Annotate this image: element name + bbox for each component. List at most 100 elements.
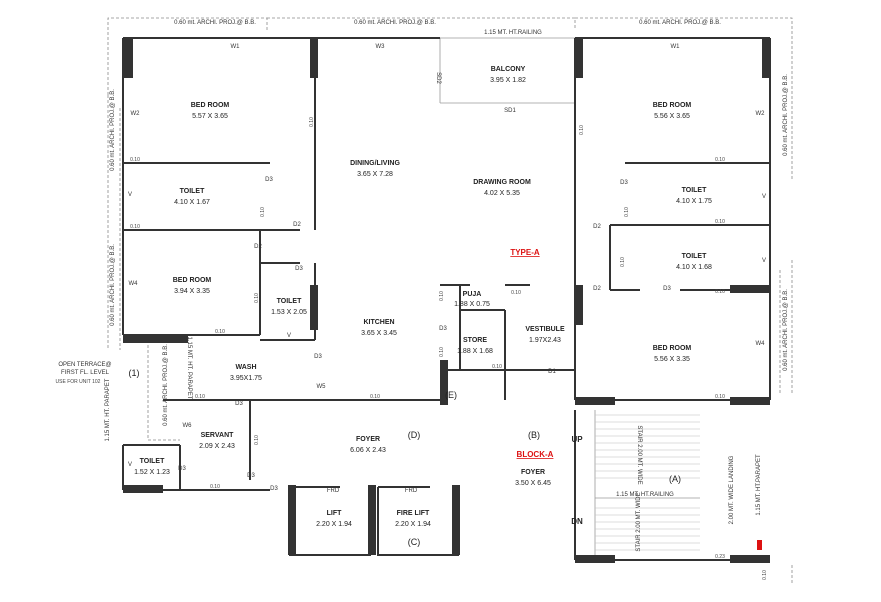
thickness-010-j: 0.10 — [715, 394, 725, 400]
svg-text:TOILET: TOILET — [682, 253, 707, 260]
svg-text:LIFT: LIFT — [327, 510, 342, 517]
svg-text:TOILET: TOILET — [140, 458, 165, 465]
svg-text:4.10 X 1.68: 4.10 X 1.68 — [676, 264, 712, 271]
tag-d3-b: D3 — [295, 266, 303, 272]
thickness-010-e: 0.10 — [370, 394, 380, 400]
thickness-010-t: 0.10 — [439, 291, 445, 301]
svg-text:BED ROOM: BED ROOM — [173, 277, 212, 284]
svg-text:3.94 X 3.35: 3.94 X 3.35 — [174, 288, 210, 295]
tag-w4-left: W4 — [129, 281, 139, 287]
marker-a: (A) — [669, 474, 681, 484]
terrace-label-1: OPEN TERRACE@ — [58, 362, 111, 368]
svg-text:4.10 X 1.75: 4.10 X 1.75 — [676, 198, 712, 205]
stair-label-2: STAIR 2.00 MT. WIDE — [636, 492, 642, 551]
thickness-010-i: 0.10 — [715, 289, 725, 295]
tag-d3-c: D3 — [620, 180, 628, 186]
marker-d: (D) — [408, 430, 421, 440]
stair-up-label: UP — [571, 435, 583, 444]
proj-label-top-center: 0.60 mt. ARCHI. PROJ.@ B.B. — [354, 20, 436, 26]
parapet-right-label: 1.15 MT. HT.PARAPET — [756, 454, 762, 516]
room-lift: LIFT 2.20 X 1.94 — [316, 510, 352, 528]
projection-outline — [107, 17, 793, 585]
tag-w6: W6 — [183, 423, 193, 429]
tag-d3-e: D3 — [439, 326, 447, 332]
room-kitchen: KITCHEN 3.65 X 3.45 — [361, 319, 397, 337]
room-fire-lift: FIRE LIFT 2.20 X 1.94 — [395, 510, 431, 528]
svg-text:TOILET: TOILET — [277, 298, 302, 305]
block-label: BLOCK-A — [517, 450, 554, 459]
thickness-010-c: 0.10 — [215, 329, 225, 335]
thickness-010-n: 0.10 — [579, 125, 585, 135]
tag-d3-i: D3 — [178, 466, 186, 472]
svg-text:TOILET: TOILET — [180, 188, 205, 195]
svg-text:1.53 X 2.05: 1.53 X 2.05 — [271, 309, 307, 316]
proj-label-top-left: 0.60 mt. ARCHI. PROJ.@ B.B. — [174, 20, 256, 26]
svg-text:SERVANT: SERVANT — [201, 432, 235, 439]
thickness-023: 0.23 — [715, 554, 725, 560]
thickness-010-h: 0.10 — [715, 219, 725, 225]
marker-e: (E) — [445, 390, 457, 400]
thickness-010-f: 0.10 — [210, 484, 220, 490]
stair-treads — [595, 414, 700, 551]
room-bed-top-right: BED ROOM 5.56 X 3.65 — [653, 102, 692, 120]
room-vestibule: VESTIBULE 1.97X2.43 — [525, 326, 565, 344]
thickness-010-m: 0.10 — [309, 117, 315, 127]
thickness-010-o: 0.10 — [260, 207, 266, 217]
landing-label: 2.00 MT. WIDE LANDING — [729, 455, 735, 524]
svg-text:5.56 X 3.65: 5.56 X 3.65 — [654, 113, 690, 120]
room-toilet-bottom-left: TOILET 1.52 X 1.23 — [134, 458, 170, 476]
tag-d3-d: D3 — [663, 286, 671, 292]
railing-lines — [439, 37, 700, 555]
room-toilet-top-left: TOILET 4.10 X 1.67 — [174, 188, 210, 206]
tag-v-1: V — [128, 192, 132, 198]
tag-d3-g: D3 — [235, 401, 243, 407]
thickness-010-b: 0.10 — [130, 224, 140, 230]
thickness-010-d: 0.10 — [195, 394, 205, 400]
thickness-010-k: 0.10 — [492, 364, 502, 370]
proj-label-left-lower: 0.60 mt. ARCHI. PROJ.@ B.B. — [110, 244, 116, 326]
svg-text:KITCHEN: KITCHEN — [363, 319, 394, 326]
tag-sd1: SD1 — [504, 108, 516, 114]
thickness-010-v: 0.10 — [762, 570, 768, 580]
svg-text:FOYER: FOYER — [521, 469, 545, 476]
tag-d3-h: D3 — [247, 473, 255, 479]
parapet-v-label: 1.15 MT. HT. PARAPET — [186, 337, 192, 400]
railing-stair-label: 1.15 MT. HT.RAILING — [616, 492, 674, 498]
svg-text:3.95X1.75: 3.95X1.75 — [230, 375, 262, 382]
proj-label-servant: 0.60 mt. ARCHI. PROJ.@ B.B. — [163, 344, 169, 426]
svg-text:BED ROOM: BED ROOM — [653, 102, 692, 109]
svg-text:3.95 X 1.82: 3.95 X 1.82 — [490, 77, 526, 84]
room-foyer: FOYER 6.06 X 2.43 — [350, 436, 386, 454]
thickness-010-p: 0.10 — [624, 207, 630, 217]
tag-frd-lift: FRD — [327, 488, 340, 494]
tag-w3: W3 — [376, 44, 386, 50]
svg-text:3.65 X 7.28: 3.65 X 7.28 — [357, 171, 393, 178]
svg-text:2.09 X 2.43: 2.09 X 2.43 — [199, 443, 235, 450]
tag-d3-a: D3 — [265, 177, 273, 183]
room-bed-mid-left: BED ROOM 3.94 X 3.35 — [173, 277, 212, 295]
tag-w1-left: W1 — [231, 44, 241, 50]
room-drawing: DRAWING ROOM 4.02 X 5.35 — [473, 179, 531, 197]
svg-text:DRAWING ROOM: DRAWING ROOM — [473, 179, 531, 186]
tag-d2-c: D2 — [593, 224, 601, 230]
svg-text:6.06 X 2.43: 6.06 X 2.43 — [350, 447, 386, 454]
svg-text:1.52 X 1.23: 1.52 X 1.23 — [134, 469, 170, 476]
room-toilet-right-1: TOILET 4.10 X 1.75 — [676, 187, 712, 205]
svg-text:3.65 X 3.45: 3.65 X 3.45 — [361, 330, 397, 337]
svg-text:4.10 X 1.67: 4.10 X 1.67 — [174, 199, 210, 206]
svg-text:WASH: WASH — [236, 364, 257, 371]
svg-text:VESTIBULE: VESTIBULE — [525, 326, 565, 333]
room-toilet-mid: TOILET 1.53 X 2.05 — [271, 298, 307, 316]
tag-d2-a: D2 — [293, 222, 301, 228]
tag-w1-right: W1 — [671, 44, 681, 50]
svg-text:TOILET: TOILET — [682, 187, 707, 194]
svg-text:5.56 X 3.35: 5.56 X 3.35 — [654, 356, 690, 363]
room-toilet-right-2: TOILET 4.10 X 1.68 — [676, 253, 712, 271]
svg-text:FIRE LIFT: FIRE LIFT — [397, 510, 430, 517]
stair-down-label: DN — [571, 517, 583, 526]
railing-top-label: 1.15 MT. HT.RAILING — [484, 30, 542, 36]
tag-v-5: V — [128, 462, 132, 468]
svg-text:DINING/LIVING: DINING/LIVING — [350, 160, 400, 167]
tag-w2-right: W2 — [756, 111, 766, 117]
svg-text:5.57 X 3.65: 5.57 X 3.65 — [192, 113, 228, 120]
